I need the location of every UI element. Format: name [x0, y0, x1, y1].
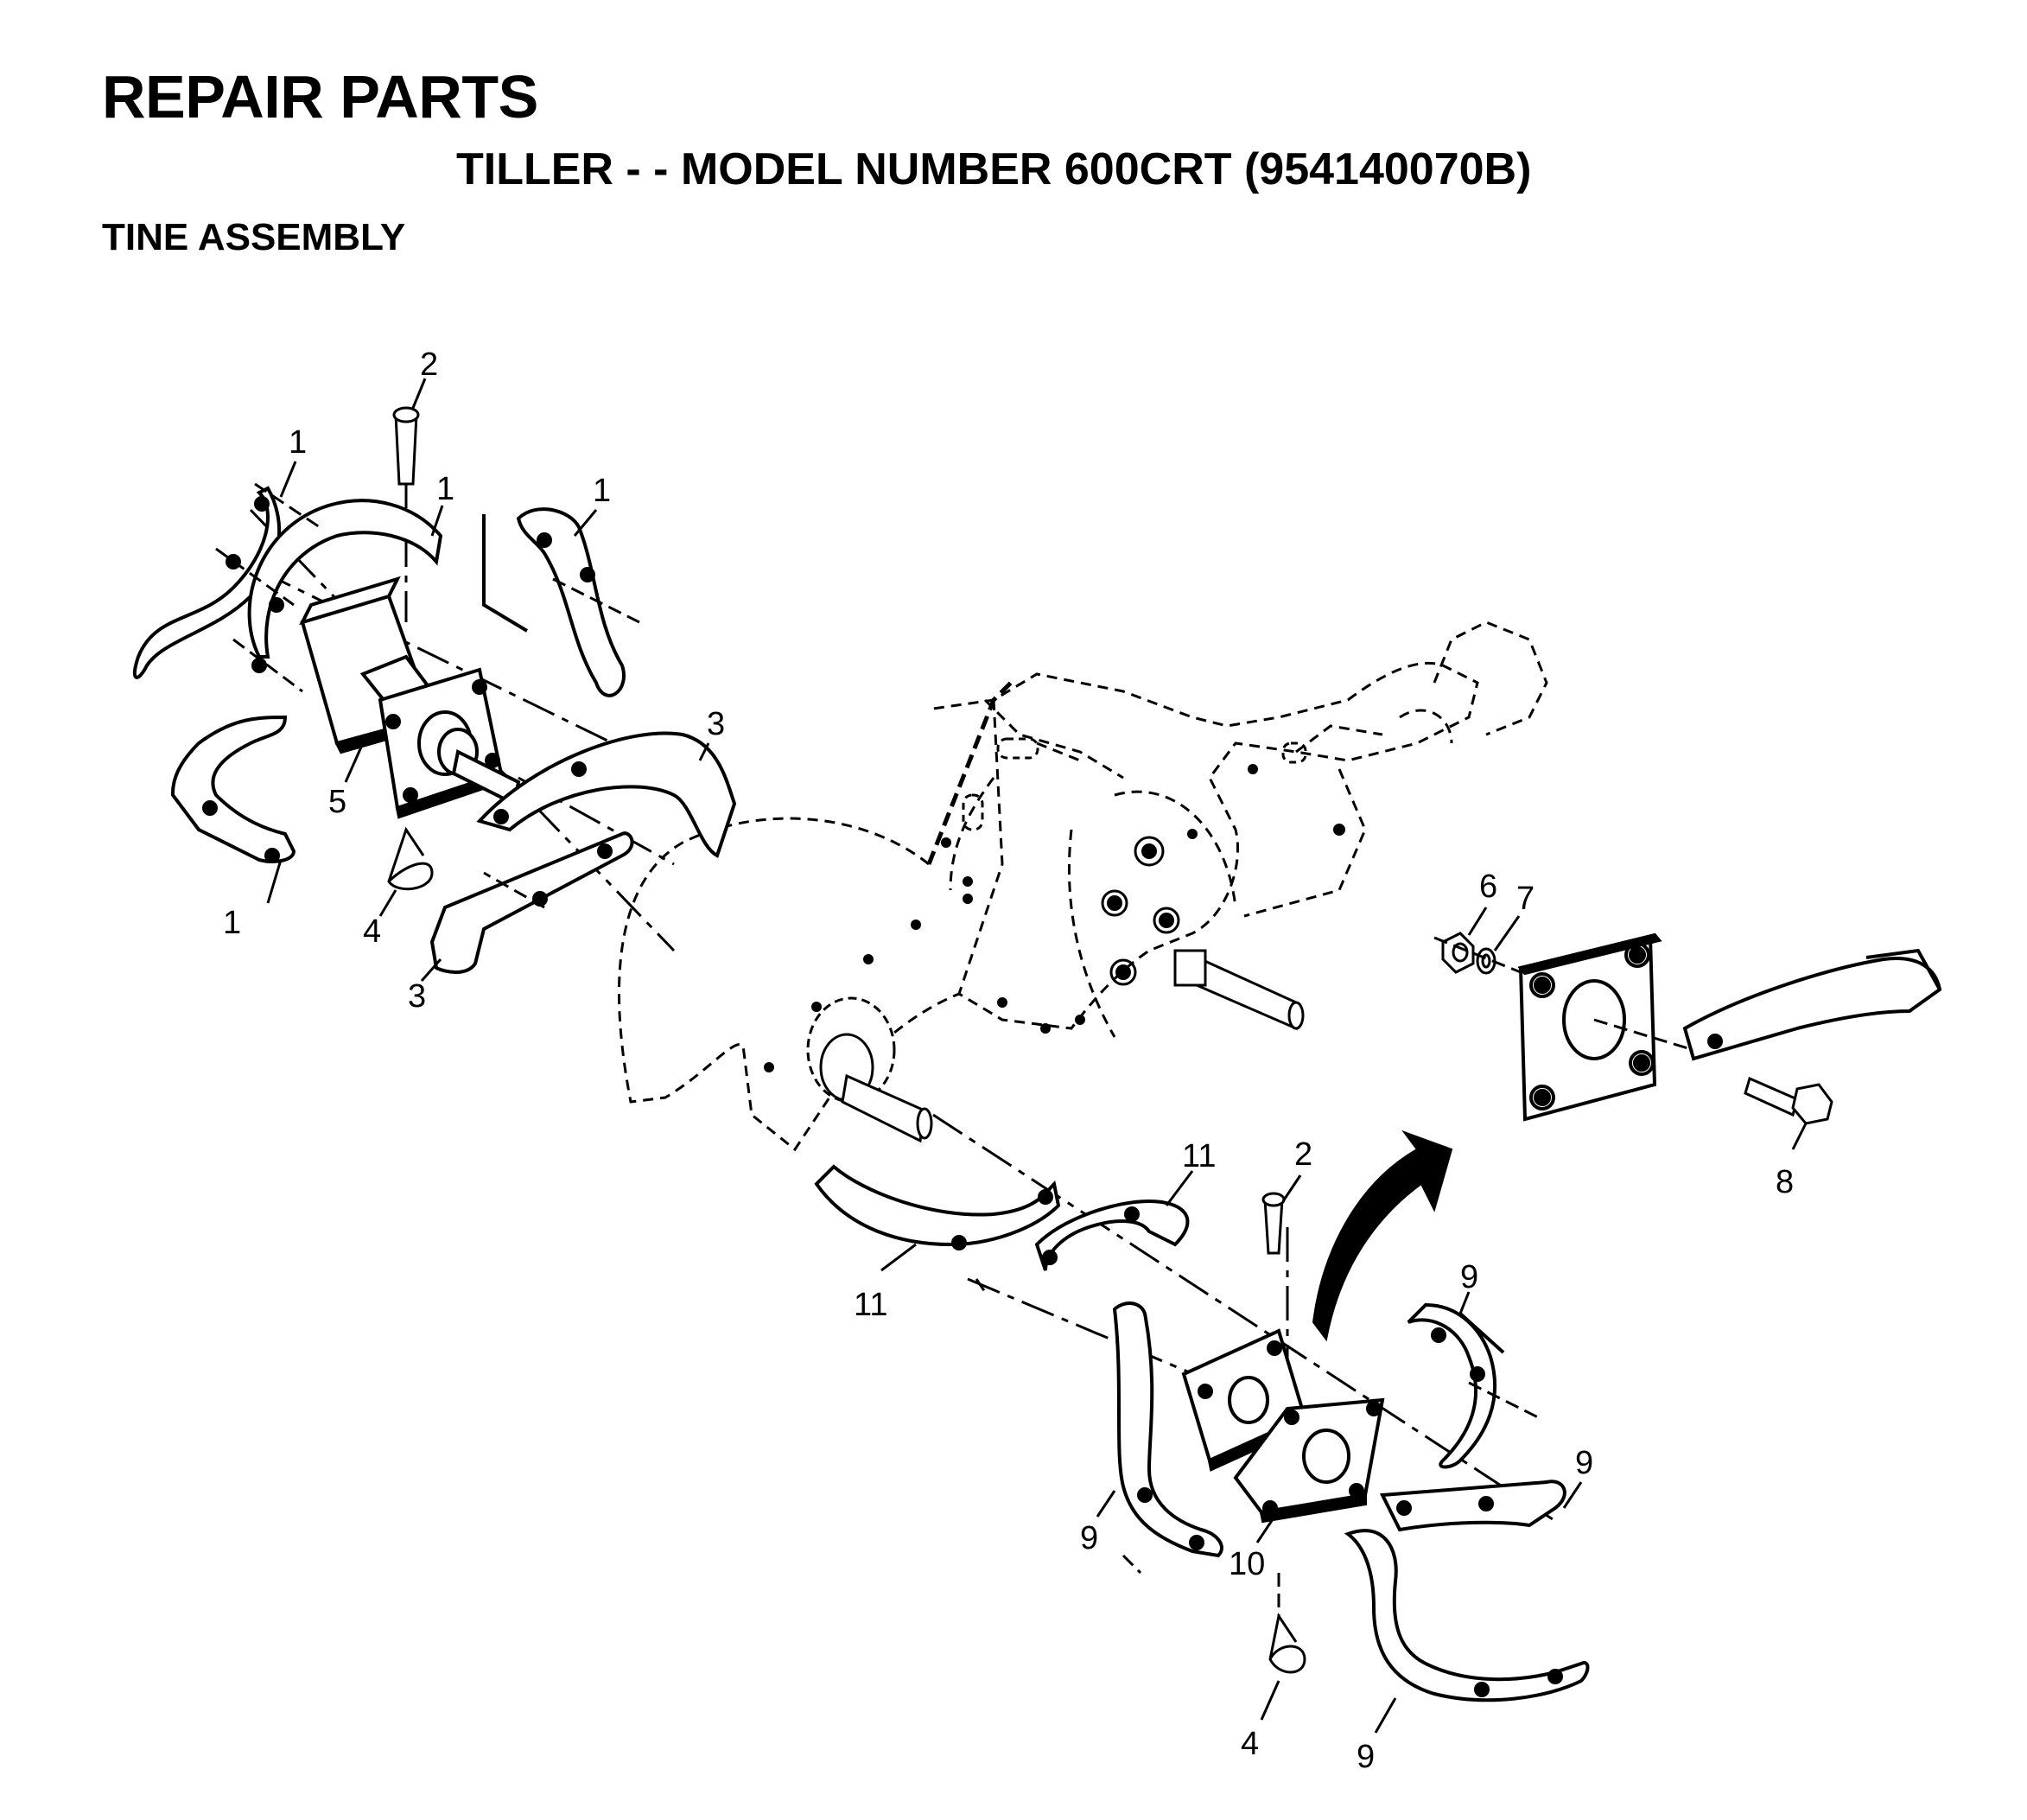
tine-3-lower: [429, 831, 634, 974]
tiller-body-bolts: [764, 764, 1345, 1072]
tiller-body-slots: [962, 737, 1307, 831]
tine-9-right-middle: [1379, 1480, 1566, 1532]
rotation-arrow-icon: [1312, 1130, 1453, 1342]
callout-1-lower-left: 1: [223, 905, 241, 941]
right-end-plate: [1517, 932, 1662, 1122]
lower-tine-flange-plate-10: [1233, 1397, 1385, 1524]
callout-3-lower: 3: [408, 978, 426, 1015]
tine-11-left: [814, 1164, 1061, 1250]
clevis-pin-top: [392, 406, 420, 486]
callout-8: 8: [1776, 1164, 1794, 1200]
right-plate-leader: [1433, 936, 1694, 1052]
callout-9-right-middle: 9: [1575, 1445, 1593, 1481]
tine-9-upper-right: [1407, 1302, 1505, 1469]
callout-1-upper-right: 1: [593, 473, 611, 509]
lower-leader-lines: [975, 1278, 1539, 1616]
tine-9-left: [1112, 1301, 1223, 1558]
tiller-body-outline: [618, 620, 1548, 1152]
callout-7: 7: [1516, 881, 1535, 917]
section-title: TINE ASSEMBLY: [102, 216, 406, 258]
callout-4-left: 4: [363, 913, 381, 950]
callout-labels: 2 1 1 1 1 3 5 4 3 6 7 8 11 11 2 9 9 9 10…: [223, 347, 1794, 1775]
callout-2-lower: 2: [1294, 1136, 1312, 1173]
callout-9-lower: 9: [1357, 1739, 1375, 1775]
gearbox-plugs: [1101, 836, 1180, 986]
tine-1-lower-left: [170, 715, 296, 863]
left-tine-flange-plate: [378, 667, 521, 819]
page-title: REPAIR PARTS: [102, 63, 538, 130]
callout-6: 6: [1479, 869, 1497, 905]
right-output-shaft: [1173, 949, 1305, 1031]
tine-11-right: [1034, 1199, 1190, 1271]
callout-11-right: 11: [1182, 1138, 1216, 1174]
callout-1-upper-middle: 1: [436, 471, 454, 507]
callout-2-top: 2: [420, 347, 438, 383]
callout-1-upper-left: 1: [289, 424, 307, 461]
tine-9-lower: [1344, 1529, 1590, 1702]
callout-9-left: 9: [1080, 1520, 1098, 1556]
right-tine-blade: [1682, 948, 1942, 1061]
left-output-shaft: [806, 996, 933, 1143]
hair-pin-lower: [1268, 1613, 1306, 1674]
model-subtitle: TILLER - - MODEL NUMBER 600CRT (95414007…: [456, 144, 1532, 194]
callout-5: 5: [328, 784, 346, 820]
tine-1-upper-middle: [247, 499, 443, 673]
tiller-body-heavy-edge: [926, 681, 1013, 865]
left-leader-lines: [215, 482, 640, 909]
hair-pin-left: [387, 826, 434, 891]
clevis-pin-lower: [1261, 1192, 1286, 1255]
hex-nut-6: [1441, 932, 1475, 974]
tine-3-upper: [476, 731, 737, 858]
bolt-8: [1744, 1076, 1833, 1125]
callout-10: 10: [1229, 1546, 1265, 1582]
callout-3-upper: 3: [707, 706, 725, 742]
callout-11-left: 11: [854, 1287, 887, 1323]
callout-9-upper-right: 9: [1460, 1259, 1478, 1295]
callout-leaders: [266, 378, 1808, 1734]
tine-1-upper-right: [482, 507, 626, 697]
callout-4-lower: 4: [1241, 1726, 1259, 1762]
